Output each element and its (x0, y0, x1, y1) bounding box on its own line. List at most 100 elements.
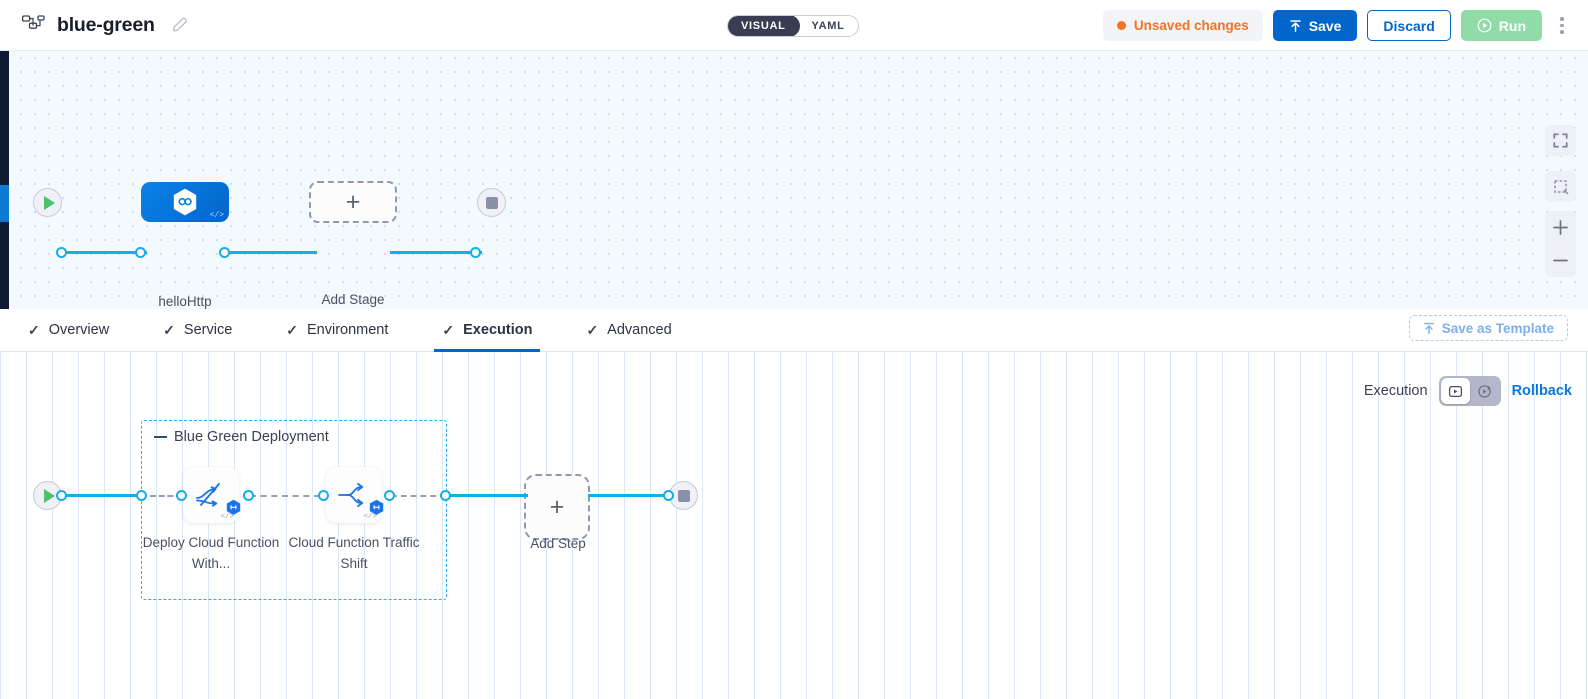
wire-step2-to-group-out (391, 495, 446, 497)
rollback-execution-icon[interactable] (1470, 378, 1499, 404)
port-start-out[interactable] (56, 247, 67, 258)
save-button[interactable]: Save (1272, 10, 1358, 41)
tab-execution[interactable]: ✓ Execution (434, 309, 556, 352)
port-exec-start-out[interactable] (56, 490, 67, 501)
run-button[interactable]: Run (1460, 10, 1542, 41)
view-toggle-visual[interactable]: VISUAL (727, 16, 800, 36)
play-circle-icon (1477, 18, 1492, 33)
step-label-cloud-function-traffic-shift: Cloud Function Traffic Shift (288, 535, 420, 571)
tab-service-label: Service (183, 322, 233, 338)
plus-icon: + (345, 187, 361, 216)
save-upload-icon (1289, 19, 1301, 32)
tab-advanced[interactable]: ✓ Advanced (586, 309, 695, 352)
save-as-template-button[interactable]: Save as Template (1408, 315, 1568, 341)
wire-start-to-group (57, 494, 145, 497)
add-stage-button[interactable]: + (309, 181, 397, 223)
save-button-label: Save (1308, 17, 1342, 34)
check-icon: ✓ (163, 321, 175, 338)
unsaved-dot-icon (1116, 21, 1126, 30)
left-rail-active-marker (0, 185, 9, 222)
hex-badge-icon (368, 499, 385, 516)
rollback-link[interactable]: Rollback (1511, 383, 1572, 399)
view-toggle-yaml[interactable]: YAML (811, 20, 845, 32)
tab-advanced-label: Advanced (607, 322, 672, 338)
tab-overview[interactable]: ✓ Overview (28, 309, 133, 352)
normal-execution-icon[interactable] (1440, 378, 1470, 404)
port-stage-in[interactable] (135, 247, 146, 258)
zoom-out-button[interactable] (1545, 244, 1576, 277)
stage-node-hellohttp[interactable]: </> (141, 182, 229, 222)
wire-stage-to-add (225, 251, 317, 254)
blue-green-deploy-icon (196, 483, 220, 507)
step-group-title: Blue Green Deployment (154, 429, 329, 445)
upload-template-icon (1423, 322, 1434, 334)
play-icon (43, 488, 55, 503)
title-group: blue-green (0, 14, 190, 37)
port-group-in[interactable] (136, 490, 147, 501)
wire-start-to-stage (57, 251, 147, 254)
left-rail (0, 51, 9, 309)
port-step2-in[interactable] (318, 490, 329, 501)
execution-canvas[interactable]: Execution Rollback (0, 352, 1588, 699)
more-vertical-icon[interactable] (1552, 10, 1572, 41)
execution-label: Execution (1363, 383, 1428, 399)
play-icon (43, 195, 55, 210)
wire-group-in (150, 495, 182, 497)
header-actions: Unsaved changes Save Discard Run (1102, 10, 1572, 41)
step-card-deploy-cloud-function[interactable]: </> (183, 467, 242, 523)
tab-environment-label: Environment (307, 322, 389, 338)
step-group-blue-green-deployment[interactable]: Blue Green Deployment (141, 420, 447, 600)
add-step-button[interactable]: + (524, 474, 590, 540)
stage-label-hellohttp: helloHttp (158, 294, 212, 309)
stop-icon (677, 489, 690, 502)
port-stage-out[interactable] (219, 247, 230, 258)
port-group-out[interactable] (440, 490, 451, 501)
pencil-icon[interactable] (170, 15, 190, 35)
selection-box-icon[interactable] (1545, 171, 1576, 202)
check-icon: ✓ (442, 321, 455, 338)
tab-service[interactable]: ✓ Service (163, 309, 256, 352)
tab-execution-label: Execution (463, 322, 533, 338)
save-as-template-label: Save as Template (1441, 320, 1554, 336)
pipeline-start-node[interactable] (33, 188, 62, 217)
step-label-deploy-cloud-function: Deploy Cloud Function With... (142, 535, 280, 571)
view-mode-toggle[interactable]: VISUAL YAML (727, 15, 859, 37)
fit-screen-icon[interactable] (1545, 125, 1576, 156)
check-icon: ✓ (28, 321, 40, 338)
tab-environment[interactable]: ✓ Environment (286, 309, 412, 352)
check-icon: ✓ (586, 321, 599, 338)
add-stage-label: Add Stage (321, 292, 385, 307)
wire-group-to-add (450, 494, 528, 497)
traffic-split-icon (338, 482, 364, 508)
pipeline-tree-icon (22, 15, 45, 29)
port-step2-out[interactable] (384, 490, 395, 501)
step-card-cloud-function-traffic-shift[interactable]: </> (326, 467, 385, 523)
plus-icon: + (549, 492, 565, 521)
add-step-label: Add Step (530, 536, 586, 551)
execution-mode-toggle[interactable] (1438, 376, 1501, 406)
hex-badge-icon (225, 499, 242, 516)
zoom-controls[interactable] (1545, 211, 1576, 277)
stage-code-badge: </> (209, 211, 224, 220)
page-title: blue-green (57, 13, 155, 36)
zoom-in-button[interactable] (1545, 211, 1576, 244)
port-step1-out[interactable] (243, 490, 254, 501)
wire-add-to-end (390, 251, 482, 254)
port-exec-end-in[interactable] (663, 490, 674, 501)
port-step1-in[interactable] (176, 490, 187, 501)
unsaved-changes-label: Unsaved changes (1133, 18, 1249, 33)
collapse-dash-icon[interactable] (154, 435, 167, 439)
run-button-label: Run (1498, 17, 1526, 34)
cloud-function-hex-icon (171, 187, 199, 217)
step-group-title-label: Blue Green Deployment (174, 429, 329, 445)
step2-code-badge: </> (363, 513, 377, 521)
stage-canvas[interactable]: </> helloHttp + Add Stage (0, 51, 1588, 309)
discard-button[interactable]: Discard (1367, 10, 1451, 41)
wire-add-to-end (588, 494, 673, 497)
wire-step1-to-step2 (250, 495, 320, 497)
section-tabs: ✓ Overview ✓ Service ✓ Environment ✓ Exe… (0, 309, 1588, 352)
stop-icon (485, 196, 498, 209)
port-end-in[interactable] (470, 247, 481, 258)
pipeline-end-node[interactable] (477, 188, 506, 217)
check-icon: ✓ (286, 321, 298, 338)
